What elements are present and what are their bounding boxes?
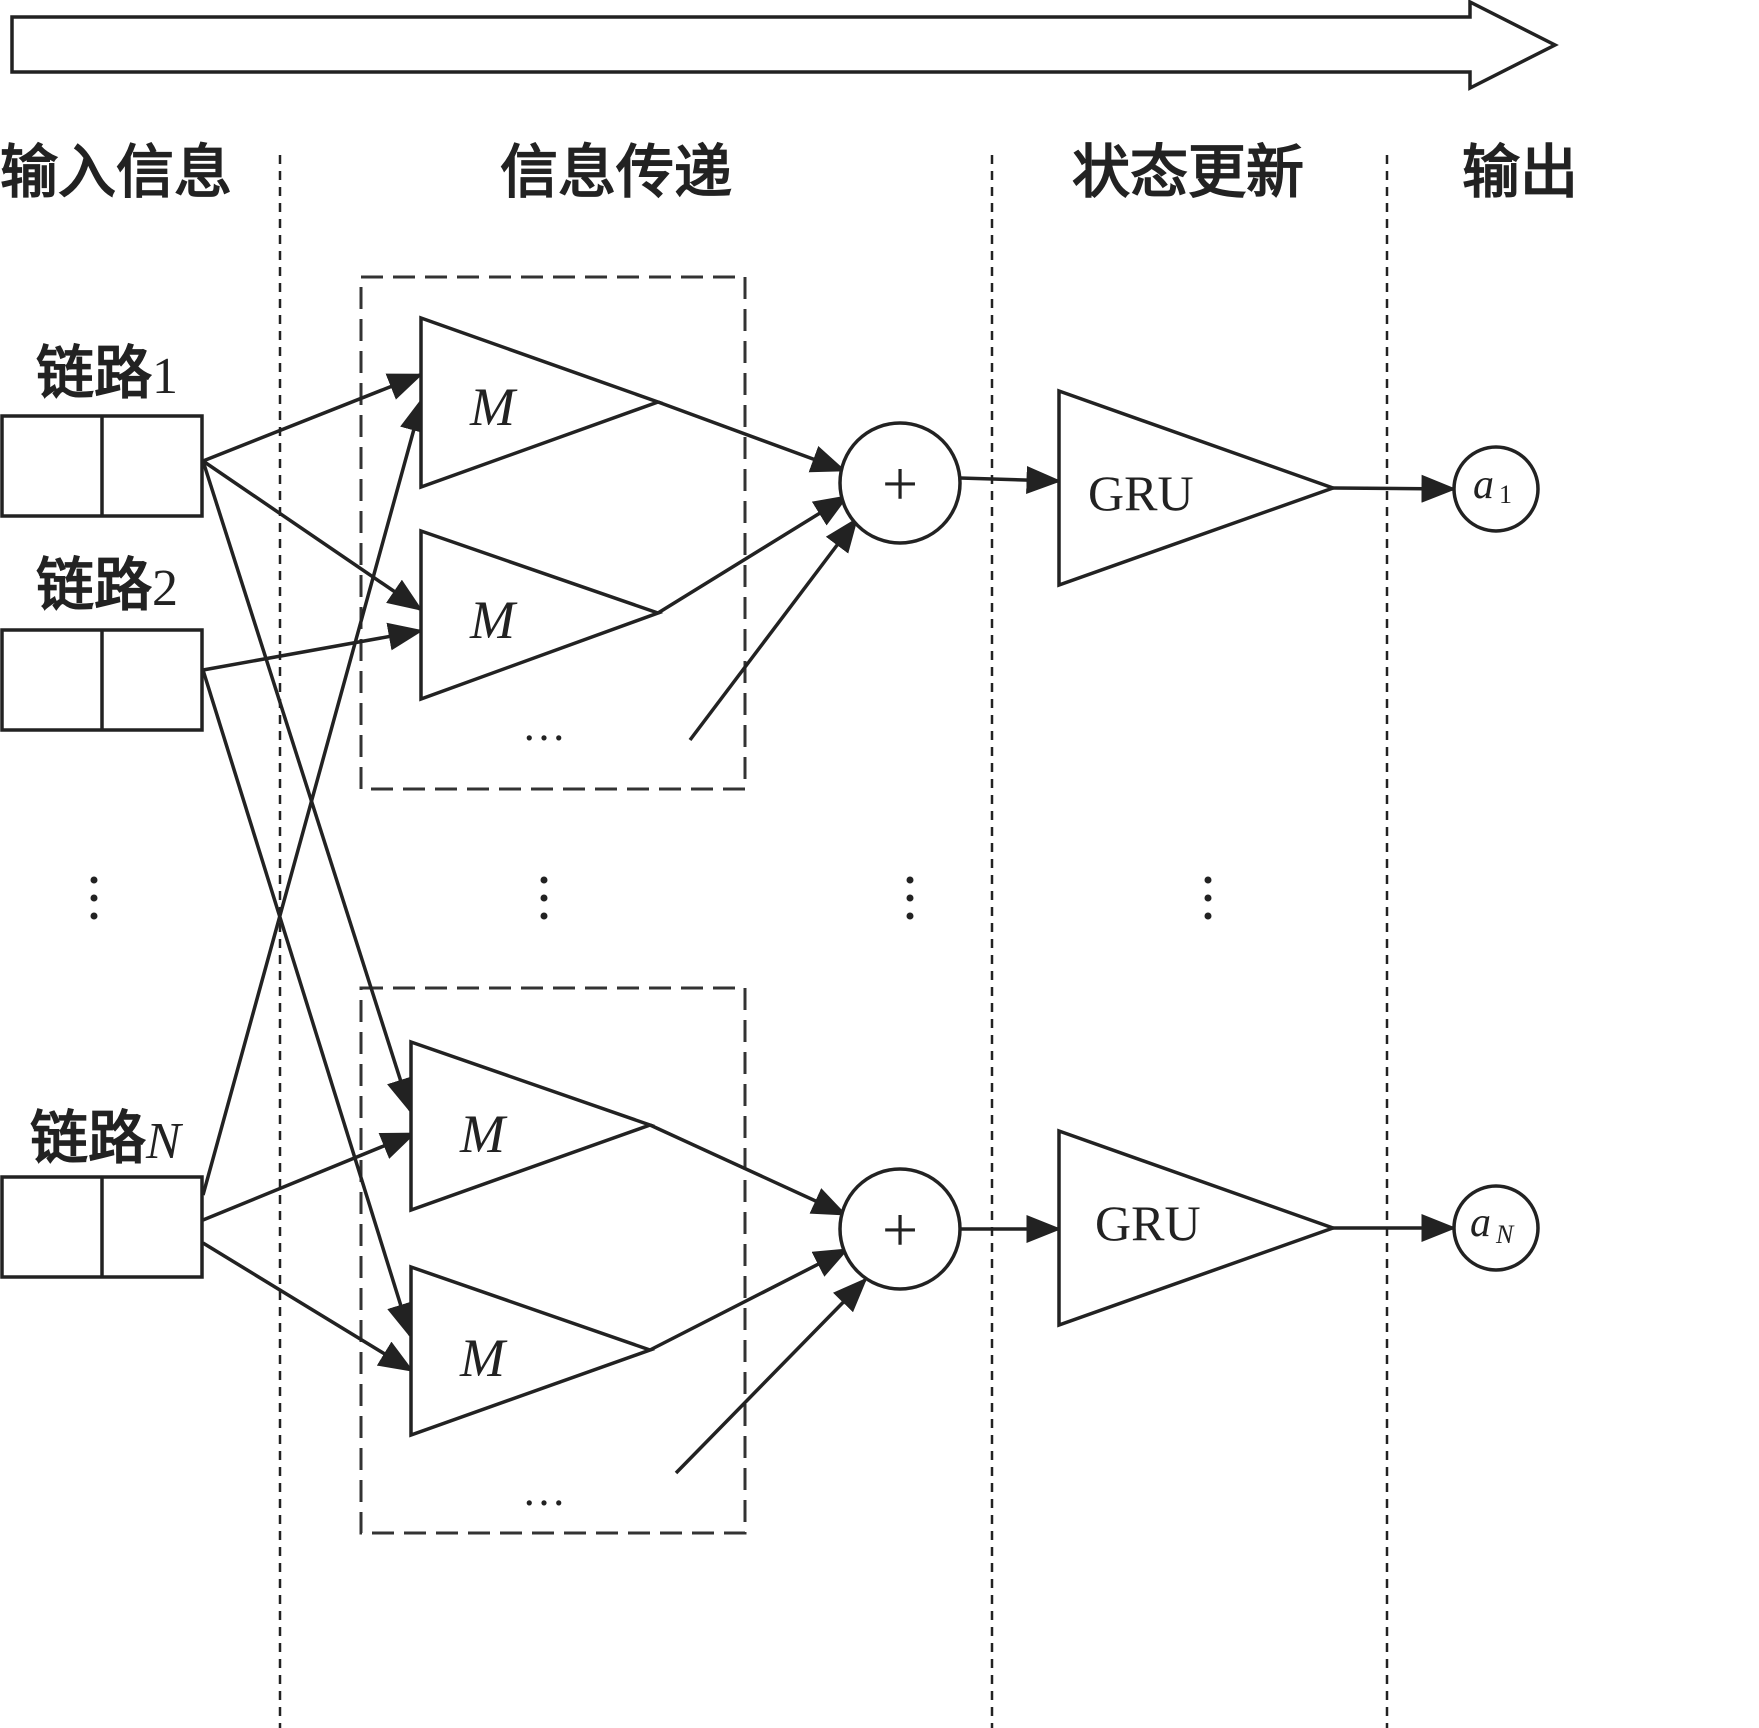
svg-text:M: M: [469, 377, 518, 437]
message-function-1a: M: [419, 315, 664, 490]
message-function-1b: M: [419, 528, 664, 702]
output-node-a1: a 1: [1452, 445, 1540, 533]
stage-state-update-label: 状态更新: [1072, 138, 1304, 206]
message-function-nb: M: [409, 1264, 656, 1438]
svg-text:N: N: [1495, 1220, 1515, 1249]
vertical-ellipsis-input: [90, 876, 98, 920]
svg-text:a: a: [1473, 462, 1494, 508]
message-function-na: M: [409, 1039, 656, 1213]
gru-update-1: GRU: [1057, 388, 1339, 588]
connections: [201, 373, 1457, 1475]
link-1-label: 链路1: [36, 339, 178, 407]
aggregation-sum-1: +: [838, 421, 962, 545]
svg-text:GRU: GRU: [1088, 465, 1194, 521]
gru-update-n: GRU: [1057, 1128, 1339, 1328]
message-group-box-top: [359, 275, 747, 791]
link-2-label: 链路2: [36, 551, 178, 619]
stage-message-passing-label: 信息传递: [500, 138, 732, 206]
svg-text:a: a: [1470, 1200, 1491, 1246]
svg-text:M: M: [459, 1328, 508, 1388]
ellipsis-bottom-group: …: [522, 1466, 566, 1515]
svg-text:+: +: [882, 1194, 918, 1265]
process-flow-arrow: [10, 0, 1559, 91]
svg-text:GRU: GRU: [1095, 1195, 1201, 1251]
link-n-label: 链路N: [30, 1104, 184, 1172]
stage-input-label: 输入信息: [0, 138, 232, 206]
vertical-ellipsis-sum: [906, 876, 914, 920]
svg-text:M: M: [459, 1104, 508, 1164]
svg-text:M: M: [469, 590, 518, 650]
link-node-2: 链路2: [0, 551, 204, 732]
output-node-an: a N: [1452, 1184, 1540, 1272]
ellipsis-top-group: …: [522, 701, 566, 750]
vertical-ellipsis-gru: [1204, 876, 1212, 920]
svg-text:+: +: [882, 448, 918, 519]
message-group-box-bottom: [359, 986, 747, 1535]
link-node-n: 链路N: [0, 1104, 204, 1279]
link-node-1: 链路1: [0, 339, 204, 518]
svg-text:1: 1: [1499, 480, 1512, 509]
stage-output-label: 输出: [1462, 138, 1578, 206]
vertical-ellipsis-message: [540, 876, 548, 920]
aggregation-sum-n: +: [838, 1167, 962, 1291]
